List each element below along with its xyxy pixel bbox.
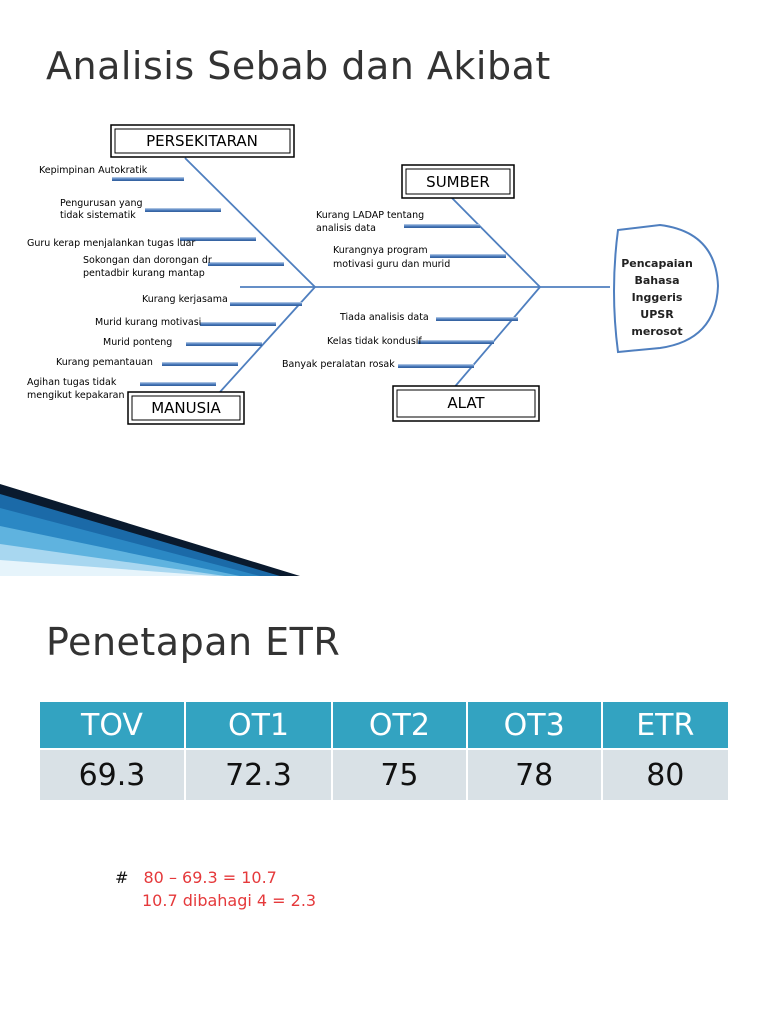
table-header: TOV [40,702,186,749]
cause-label: Kurang pemantauan [56,357,153,368]
note-line-1: 80 – 69.3 = 10.7 [143,868,277,887]
note-bullet: # [115,868,129,887]
table-header: ETR [601,702,728,749]
effect-text-line: merosot [631,325,682,338]
cause-label: Kurang LADAP tentang [316,210,424,221]
cause-label: Sokongan dan dorongan dr [83,255,212,266]
table-cell: 75 [332,748,468,800]
cause-bar [200,322,276,326]
table-header: OT3 [466,702,603,749]
cause-label: Murid ponteng [103,337,172,348]
cause-bar [230,302,302,306]
cause-bar [404,224,480,228]
slide-fishbone: Analisis Sebab dan Akibat [0,44,720,576]
category-label-sumber: SUMBER [426,173,490,191]
slide-etr: Penetapan ETR TOV OT1 OT2 OT3 ETR 69.3 7… [0,576,768,1024]
cause-label: analisis data [316,223,376,234]
cause-label: Tiada analisis data [339,312,429,323]
effect-text-line: UPSR [640,308,674,321]
cause-label: Agihan tugas tidak [27,377,117,388]
table-row: 69.3 72.3 75 78 80 [40,748,728,800]
decorative-swoosh [0,484,300,576]
calculation-note: # 80 – 69.3 = 10.7 [115,868,277,887]
effect-text-line: Pencapaian [621,257,693,270]
table-cell: 80 [601,748,728,800]
cause-bar [140,382,216,386]
cause-bar [112,177,184,181]
effect-text-line: Bahasa [634,274,679,287]
fishbone-diagram: PERSEKITARAN SUMBER MANUSIA ALAT Pencapa… [27,124,720,425]
table-header: OT2 [332,702,468,749]
bone-persekitaran [184,157,316,288]
cause-bar [436,317,518,321]
cause-label: Murid kurang motivasi [95,317,201,328]
effect-text-line: Inggeris [632,291,683,304]
table-header: OT1 [184,702,334,749]
table-cell: 72.3 [184,748,334,800]
etr-table: TOV OT1 OT2 OT3 ETR 69.3 72.3 75 78 80 [40,702,728,800]
category-label-persekitaran: PERSEKITARAN [146,132,258,150]
note-line-2: 10.7 dibahagi 4 = 2.3 [142,891,317,910]
category-box-persekitaran: PERSEKITARAN [110,124,295,158]
category-box-manusia: MANUSIA [127,391,245,425]
slide-title: Analisis Sebab dan Akibat [46,44,551,88]
table-cell: 78 [466,748,603,800]
cause-bar [418,340,494,344]
cause-bar [430,254,506,258]
effect-head [613,223,720,354]
category-box-sumber: SUMBER [401,164,515,199]
table-cell: 69.3 [40,748,186,800]
cause-label: Kurang kerjasama [142,294,228,305]
cause-label: Kepimpinan Autokratik [39,165,148,176]
cause-bar [145,208,221,212]
cause-label: Guru kerap menjalankan tugas luar [27,238,195,249]
cause-label: motivasi guru dan murid [333,259,450,270]
cause-label: Kurangnya program [333,245,428,256]
category-box-alat: ALAT [392,385,540,422]
cause-label: Kelas tidak kondusif [327,336,422,347]
slide-title: Penetapan ETR [46,620,341,664]
bone-alat [451,286,541,391]
cause-label: Banyak peralatan rosak [282,359,395,370]
table-header-row: TOV OT1 OT2 OT3 ETR [40,702,728,749]
category-label-manusia: MANUSIA [151,399,221,417]
cause-bar [180,237,256,241]
cause-bar [186,342,262,346]
cause-bar [162,362,238,366]
category-label-alat: ALAT [447,394,485,412]
bone-manusia [209,286,316,404]
cause-bar [208,262,284,266]
bone-sumber [451,197,541,288]
cause-label: mengikut kepakaran [27,390,125,401]
cause-label: tidak sistematik [60,210,136,221]
cause-label: pentadbir kurang mantap [83,268,205,279]
cause-bar [398,364,474,368]
cause-label: Pengurusan yang [60,198,143,209]
